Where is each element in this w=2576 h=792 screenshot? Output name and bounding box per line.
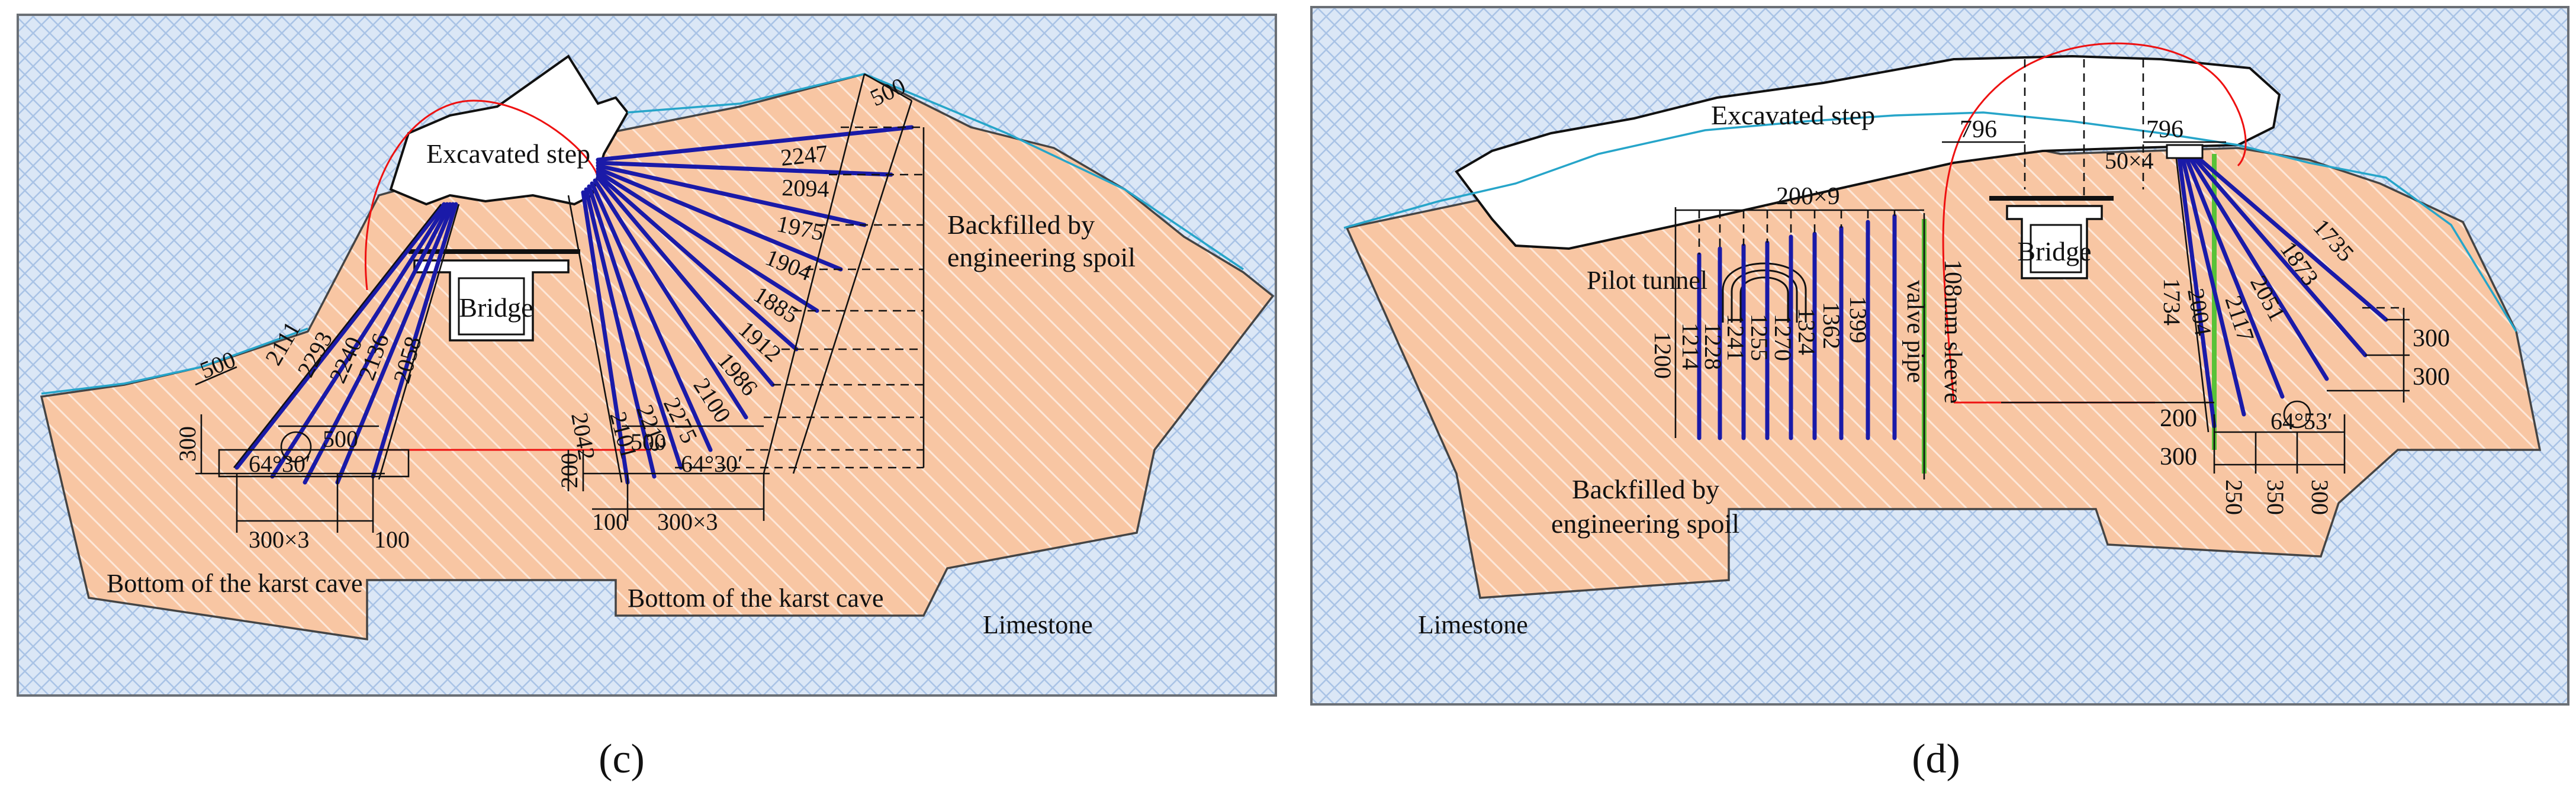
panel-d-dim-350: 350 [2262,479,2289,515]
right-bolt [590,181,713,452]
panel-c-bridge: Bridge [409,249,580,342]
panel-c-right-fan [567,125,914,485]
panel-d: Bridge [1310,6,2569,706]
panel-d-bridge-label: Bridge [2017,236,2091,266]
panel-c-red-arc [364,99,599,291]
panel-d-dim-796-right: 796 [2146,116,2183,143]
right-fan-bolt [2176,152,2217,429]
panel-c-bottom-right-label: Bottom of the karst cave [628,584,884,613]
right-fan-bolt [2179,152,2246,417]
panel-d-excavated-rock [1455,54,2281,250]
vertical-length-label: 1270 [1770,314,1796,361]
panel-d-pilot-tunnel-label: Pilot tunnel [1587,266,1707,295]
panel-c-dim-left-300: 300 [174,426,201,462]
panel-d-pilot-tunnel [1722,262,1807,323]
vertical-length-label: 1241 [1722,314,1749,361]
panel-d-dim-250: 250 [2221,479,2247,515]
panel-c-caption: (c) [599,736,645,782]
panel-c-bridge-label: Bridge [459,292,533,323]
panel-c-dim-right-200: 200 [556,453,583,488]
panel-c-right-dims [567,73,925,521]
right-fan-bolt [2182,152,2285,399]
panel-d-bridge: Bridge [1989,196,2114,279]
left-bolt [234,202,446,470]
panel-c-limestone-label: Limestone [983,610,1093,639]
panel-d-valve-pipe-label: valve pipe [1902,280,1929,383]
panel-c-dim-right-500: 500 [631,429,666,455]
vertical-length-label: 1214 [1677,323,1704,370]
right-bolt [584,187,657,479]
right-bolt [596,163,867,227]
right-bolt [596,125,914,162]
right-fan-bolt [2191,152,2388,322]
right-bolt [596,160,893,177]
panel-d-limestone-label: Limestone [1418,610,1528,639]
panel-c-surface-line [41,327,308,395]
left-bolt [371,202,458,479]
left-bolt [335,202,455,485]
panel-d-red-arc [1942,42,2247,403]
panel-c-spoil-region [40,73,1275,641]
right-bolt [593,178,748,420]
panel-d-dim-200: 200 [2160,405,2197,432]
panel-c-excavated-rock [389,54,629,206]
panel-d-surface-line [1343,111,2517,332]
panel-c-dim-left-angle: 64°30′ [249,450,311,477]
panel-c-backfill-line2: engineering spoil [947,242,1136,272]
panel-c-dim-left-100: 100 [374,526,410,553]
panel-c-dim-right-100: 100 [592,508,628,535]
vertical-length-label: 1255 [1746,314,1773,361]
panel-d-excavated-label: Excavated step [1711,100,1875,130]
right-bolt [596,172,799,352]
panel-d-dim-796-left: 796 [1960,116,1997,143]
panel-c-excavated-label: Excavated step [426,139,590,169]
right-fan-bolt [2188,152,2368,358]
panel-c-left-fan [233,202,460,485]
panel-d-right-fan [2166,144,2410,474]
panel-d-dim-300d: 300 [2307,479,2333,515]
panel-c-dim-left-500b: 500 [323,426,358,452]
vertical-length-label: 1399 [1845,296,1871,343]
panel-d-dim-spacing: 200×9 [1776,183,1840,210]
right-bolt [596,166,843,272]
right-fan-label: 2094 [782,174,830,202]
vertical-length-label: 1324 [1793,308,1820,355]
left-bolt [303,202,452,485]
panel-d-dim-angle: 64°53′ [2271,408,2333,434]
right-bolt [587,184,683,470]
panel-c-dim-right-300x3: 300×3 [657,508,718,535]
panel-c-left-dims [195,366,410,533]
right-bolt [596,169,819,313]
right-fan-length-label: 1734 [2159,278,2185,326]
panel-c: Bridge [17,14,1277,697]
right-fan-bolt [2185,152,2329,381]
vertical-length-label: 1200 [1649,331,1676,379]
panel-c-backfill-line1: Backfilled by [947,210,1095,240]
panel-d-backfill-line2: engineering spoil [1551,508,1739,539]
vertical-length-label: 1228 [1700,323,1726,370]
panel-d-caption: (d) [1912,736,1960,782]
panel-c-dim-left-300x3: 300×3 [249,526,310,553]
panel-c-dim-right-angle: 64°30′ [681,450,743,477]
panel-d-dim-50x4: 50×4 [2105,147,2154,174]
panel-d-dim-300b: 300 [2413,363,2450,391]
right-bolt [581,190,630,485]
vertical-length-label: 1362 [1818,302,1845,349]
panel-d-vertical-bolts [1674,207,1927,479]
right-fan-label: 2247 [779,140,829,171]
right-bolt [596,175,775,387]
panel-d-dim-300a: 300 [2413,325,2450,352]
left-bolt [270,202,449,479]
panel-c-bottom-left-label: Bottom of the karst cave [107,569,363,598]
panel-d-sleeve-label: 108mm sleeve [1939,259,1966,404]
panel-d-dim-300c: 300 [2160,443,2197,471]
panel-d-backfill-line1: Backfilled by [1572,474,1719,504]
